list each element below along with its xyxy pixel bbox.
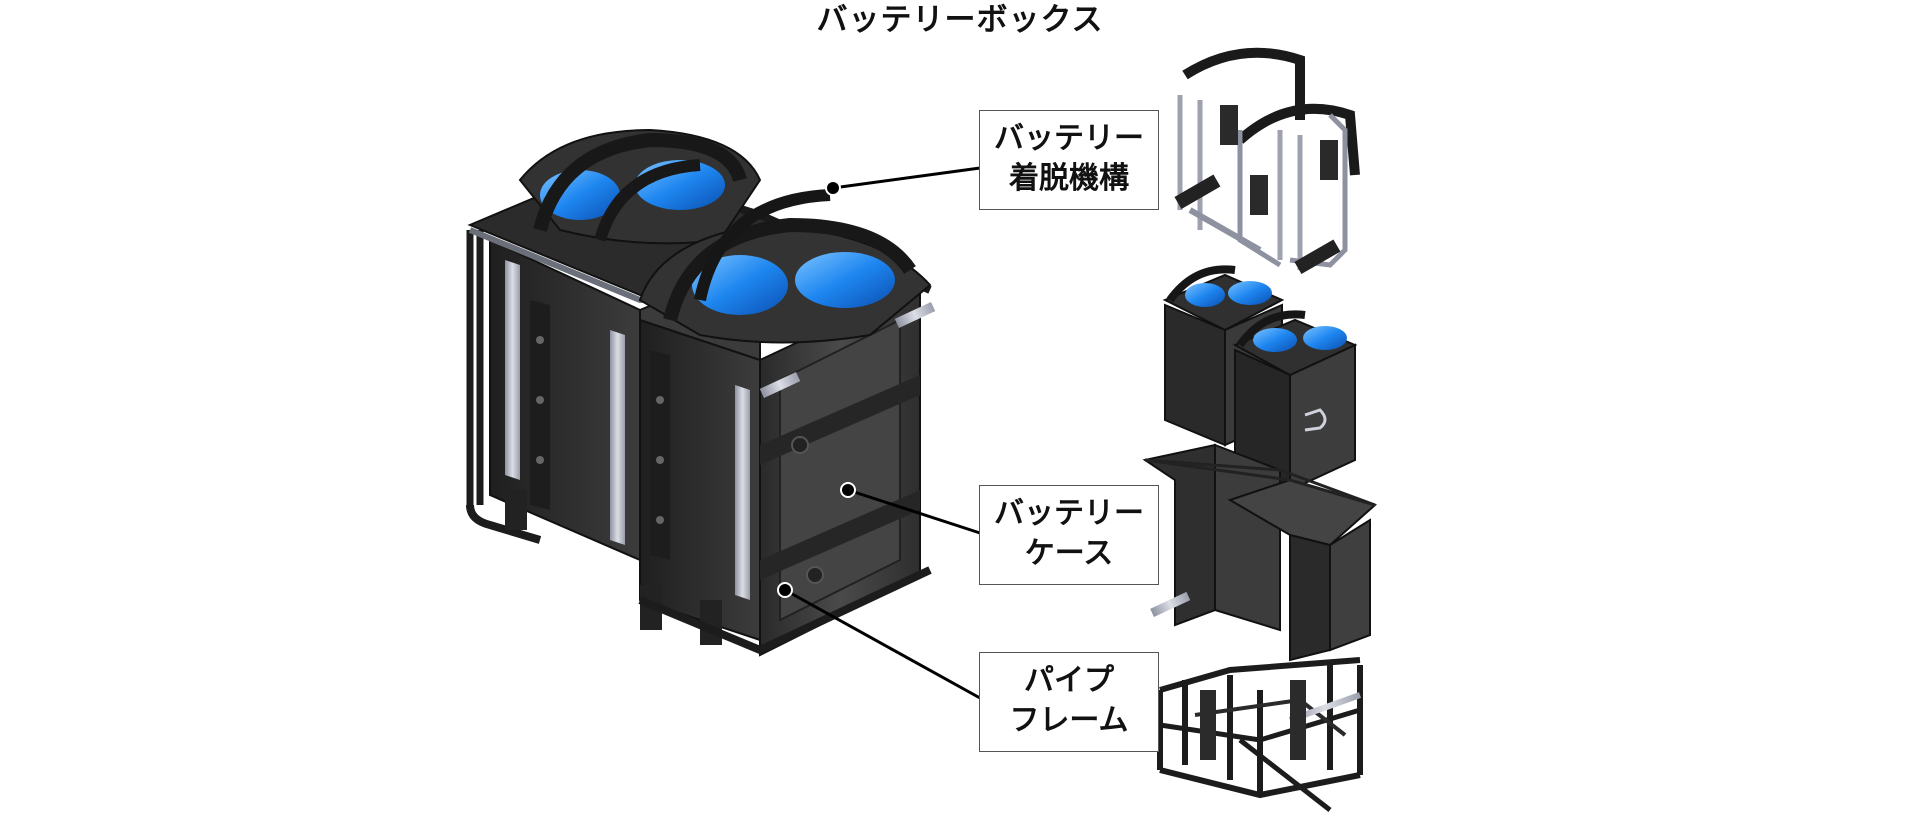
label-frame-line2: フレーム [1009,703,1129,738]
diagram-title: バッテリーボックス [816,2,1104,38]
battery-case-part [1142,443,1378,662]
label-battery-case: バッテリー ケース [979,485,1159,585]
attachment-mechanism-part [1174,47,1360,275]
battery-units-part [1162,265,1358,492]
leader-lines [777,166,981,700]
label-attachment-line2: 着脱機構 [1009,161,1129,196]
label-frame-line1: パイプ [1024,663,1114,698]
label-attachment-mechanism: バッテリー 着脱機構 [979,110,1159,210]
label-case-line2: ケース [1024,536,1114,571]
assembled-battery-box [466,128,936,657]
label-attachment-line1: バッテリー [994,121,1144,156]
label-case-line1: バッテリー [994,496,1144,531]
pipe-frame-part [1157,657,1363,812]
label-pipe-frame: パイプ フレーム [979,652,1159,752]
